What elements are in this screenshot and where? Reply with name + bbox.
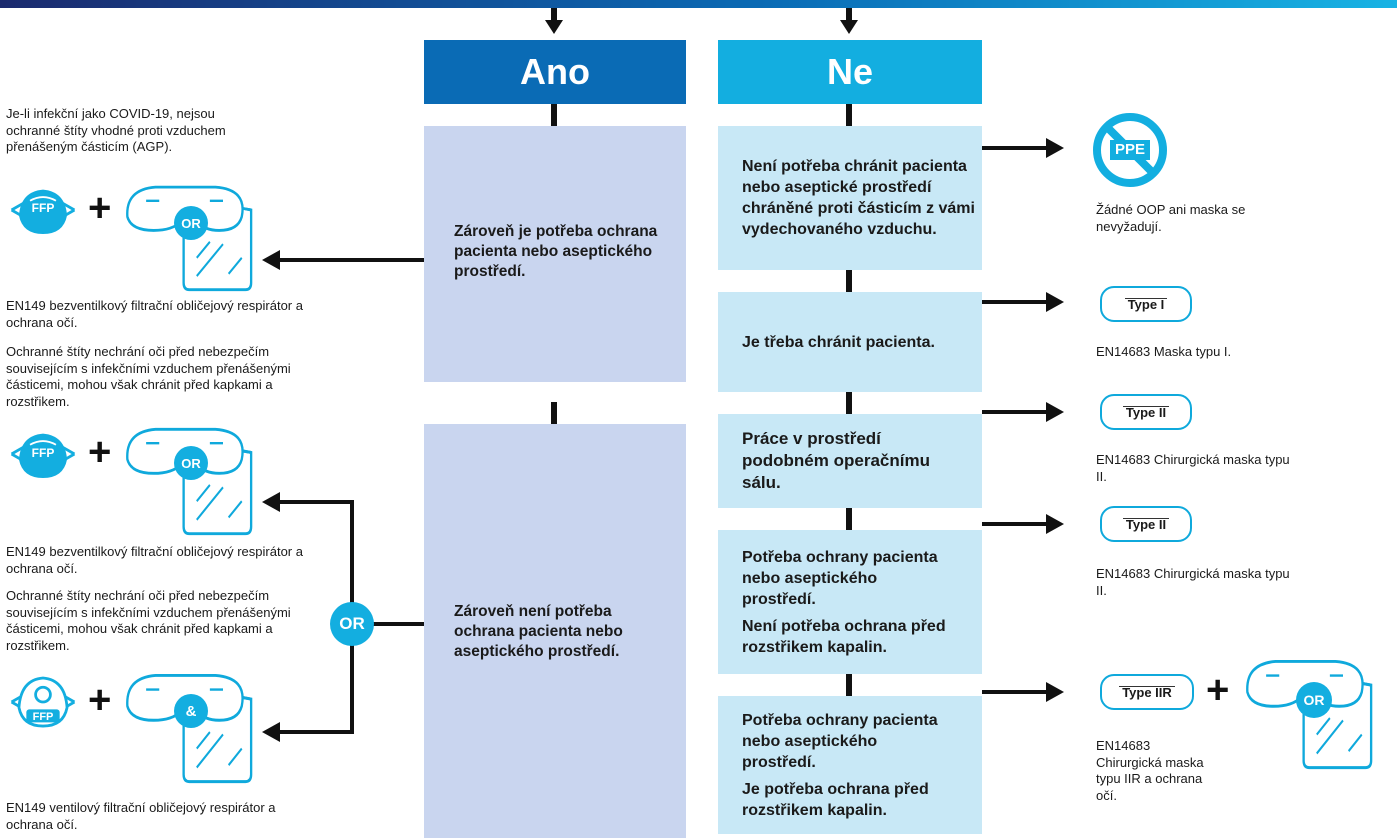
plus-sign: + bbox=[1206, 668, 1230, 712]
connector bbox=[982, 690, 1048, 694]
connector bbox=[982, 146, 1048, 150]
caption-no-ppe: Žádné OOP ani maska se nevyžadují. bbox=[1096, 202, 1246, 234]
ne-box-3: Práce v prostředí podobném operačnímu sá… bbox=[718, 414, 982, 508]
plus-sign: + bbox=[88, 430, 112, 474]
or-badge: OR bbox=[1296, 682, 1332, 718]
ano-box-1 bbox=[424, 126, 686, 382]
connector bbox=[846, 270, 852, 292]
arrow-left-icon bbox=[262, 250, 280, 270]
top-gradient-bar bbox=[0, 0, 1397, 8]
type-ii-mask-icon: Type II bbox=[1100, 506, 1192, 542]
plus-sign: + bbox=[88, 186, 112, 230]
ne-box-5: Potřeba ochrany pacienta nebo aseptickéh… bbox=[718, 696, 982, 834]
arrow-left-icon bbox=[262, 722, 280, 742]
ne-box-3-text: Práce v prostředí podobném operačnímu sá… bbox=[742, 429, 930, 492]
ne-box-2-text: Je třeba chránit pacienta. bbox=[742, 333, 935, 351]
connector bbox=[551, 104, 557, 126]
connector bbox=[846, 674, 852, 696]
connector bbox=[846, 8, 852, 22]
note-shields-1: Ochranné štíty nechrání oči před nebezpe… bbox=[6, 344, 291, 409]
arrow-right-icon bbox=[1046, 292, 1064, 312]
caption-ffp-1: EN149 bezventilkový filtrační obličejový… bbox=[6, 298, 303, 330]
caption-ffp-3: EN149 ventilový filtrační obličejový res… bbox=[6, 800, 276, 832]
arrow-left-icon bbox=[262, 492, 280, 512]
or-choice-badge: OR bbox=[330, 602, 374, 646]
connector bbox=[846, 508, 852, 530]
arrow-right-icon bbox=[1046, 402, 1064, 422]
header-ano-label: Ano bbox=[520, 51, 590, 92]
ne-box-5-text-b: Je potřeba ochrana před rozstřikem kapal… bbox=[742, 780, 929, 819]
plus-sign: + bbox=[88, 678, 112, 722]
header-ne-label: Ne bbox=[826, 51, 874, 92]
arrow-right-icon bbox=[1046, 682, 1064, 702]
ano-box-1-text: Zároveň je potřeba ochrana pacienta nebo… bbox=[454, 223, 658, 280]
connector bbox=[551, 402, 557, 424]
arrow-right-icon bbox=[1046, 514, 1064, 534]
caption-type-ii: EN14683 Chirurgická maska typu II. bbox=[1096, 452, 1290, 484]
ne-box-1: Není potřeba chránit pacienta nebo asept… bbox=[718, 126, 982, 270]
connector bbox=[982, 410, 1048, 414]
arrow-down-icon bbox=[545, 20, 563, 34]
type-iir-label: Type IIR bbox=[1119, 685, 1175, 699]
note-agp: Je-li infekční jako COVID-19, nejsou och… bbox=[6, 106, 226, 154]
caption-type-i: EN14683 Maska typu I. bbox=[1096, 344, 1232, 359]
ano-box-2-text: Zároveň není potřeba ochrana pacienta ne… bbox=[454, 603, 623, 660]
no-ppe-label: PPE bbox=[1114, 141, 1145, 158]
connector bbox=[278, 730, 354, 734]
type-i-mask-icon: Type I bbox=[1100, 286, 1192, 322]
type-ii-mask-icon: Type II bbox=[1100, 394, 1192, 430]
ne-box-4-text-b: Není potřeba ochrana před rozstřikem kap… bbox=[742, 617, 946, 656]
arrow-down-icon bbox=[840, 20, 858, 34]
ne-box-2: Je třeba chránit pacienta. bbox=[718, 292, 982, 392]
ne-box-4-text-a: Potřeba ochrany pacienta nebo aseptickéh… bbox=[742, 548, 938, 608]
connector bbox=[352, 622, 424, 626]
type-ii-label-2: Type II bbox=[1122, 517, 1170, 531]
connector bbox=[846, 104, 852, 126]
ffp-label: FFP bbox=[31, 446, 55, 460]
header-ano: Ano bbox=[424, 40, 686, 104]
or-badge: OR bbox=[174, 446, 208, 480]
ffp-label: FFP bbox=[32, 711, 54, 723]
or-badge: OR bbox=[174, 206, 208, 240]
connector bbox=[982, 300, 1048, 304]
note-shields-2: Ochranné štíty nechrání oči před nebezpe… bbox=[6, 588, 291, 653]
connector bbox=[278, 258, 424, 262]
connector bbox=[551, 8, 557, 22]
caption-ffp-2: EN149 bezventilkový filtrační obličejový… bbox=[6, 544, 303, 576]
type-ii-label: Type II bbox=[1122, 405, 1170, 419]
connector bbox=[982, 522, 1048, 526]
type-i-label: Type I bbox=[1124, 297, 1168, 311]
ano-box-2 bbox=[424, 424, 686, 838]
and-badge: & bbox=[174, 694, 208, 728]
arrow-right-icon bbox=[1046, 138, 1064, 158]
ne-box-4: Potřeba ochrany pacienta nebo aseptickéh… bbox=[718, 530, 982, 674]
connector bbox=[846, 392, 852, 414]
type-iir-mask-icon: Type IIR bbox=[1100, 674, 1194, 710]
connector bbox=[278, 500, 354, 504]
ne-box-5-text-a: Potřeba ochrany pacienta nebo aseptickéh… bbox=[742, 711, 938, 771]
ne-box-1-text: Není potřeba chránit pacienta nebo asept… bbox=[742, 158, 975, 238]
caption-type-ii-2: EN14683 Chirurgická maska typu II. bbox=[1096, 566, 1290, 598]
ffp-label: FFP bbox=[31, 201, 55, 215]
no-ppe-icon bbox=[1093, 113, 1167, 187]
caption-type-iir: EN14683 Chirurgická maska typu IIR a och… bbox=[1096, 738, 1204, 803]
header-ne: Ne bbox=[718, 40, 982, 104]
